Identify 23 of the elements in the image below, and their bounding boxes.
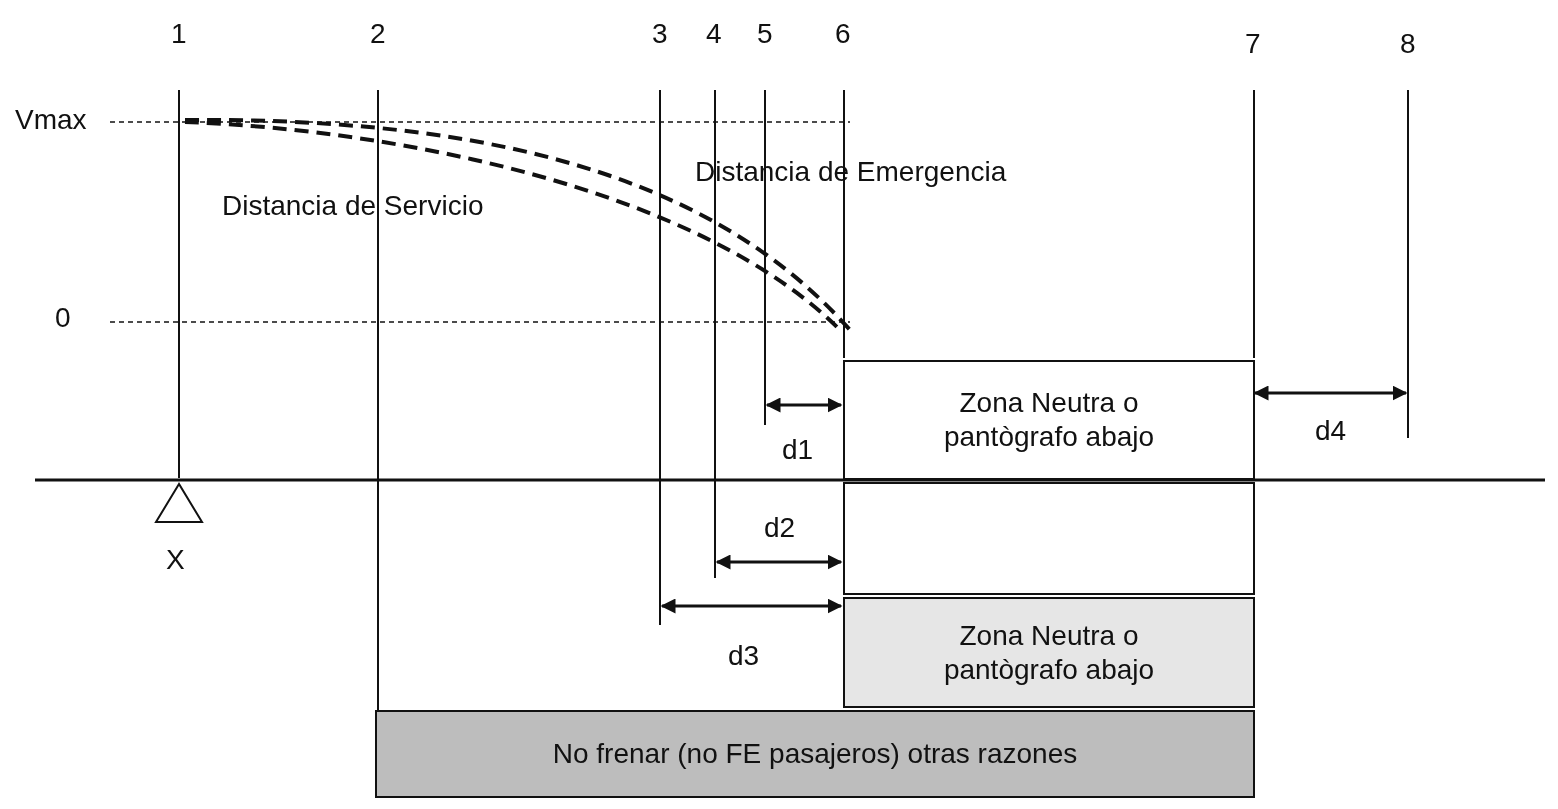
position-number: 6 [835, 18, 851, 50]
axis-label: 0 [55, 302, 71, 334]
dimension-label: d2 [764, 512, 796, 544]
zone-box [375, 710, 1255, 798]
point-label: X [166, 544, 185, 576]
zone-box [843, 597, 1255, 708]
position-number: 4 [706, 18, 722, 50]
position-number: 5 [757, 18, 773, 50]
zone-label: Zona Neutra o pantògrafo abajo [942, 618, 1156, 687]
position-number: 1 [171, 18, 187, 50]
position-number: 7 [1245, 28, 1261, 60]
dimension-label: d3 [728, 640, 760, 672]
position-number: 2 [370, 18, 386, 50]
empty-box [843, 482, 1255, 595]
curve-label: Distancia de Servicio [222, 190, 484, 222]
axis-label: Vmax [15, 104, 87, 136]
position-number: 8 [1400, 28, 1416, 60]
dimension-label: d4 [1315, 415, 1347, 447]
dimension-label: d1 [782, 434, 814, 466]
zone-label: Zona Neutra o pantògrafo abajo [942, 386, 1156, 454]
zone-box [843, 360, 1255, 480]
zone-label: No frenar (no FE pasajeros) otras razones [552, 737, 1078, 771]
position-number: 3 [652, 18, 668, 50]
